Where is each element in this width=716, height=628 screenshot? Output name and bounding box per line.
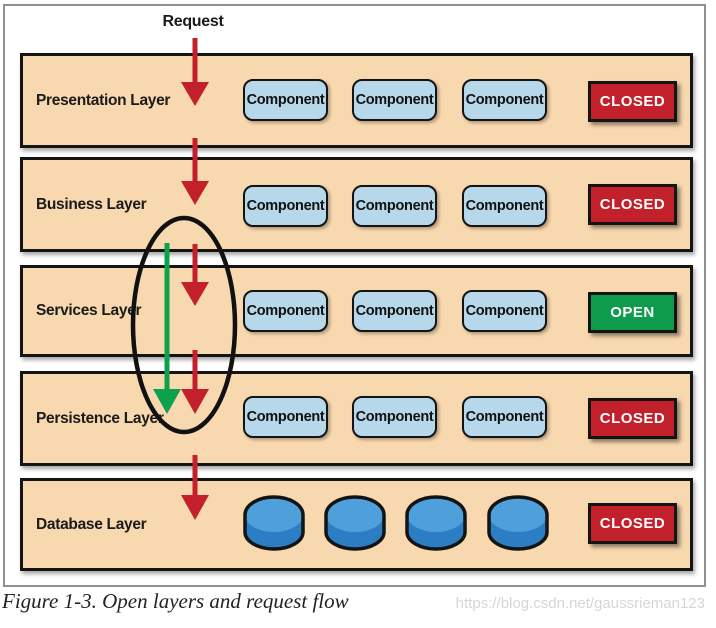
database-cylinder-icon — [243, 495, 305, 551]
layer-label: Presentation Layer — [36, 91, 171, 109]
component-box: Component — [243, 79, 328, 121]
status-badge-closed: CLOSED — [588, 184, 677, 225]
component-box: Component — [462, 79, 547, 121]
component-box: Component — [462, 396, 547, 438]
database-cylinder-icon — [487, 495, 549, 551]
status-badge-closed: CLOSED — [588, 81, 677, 122]
component-box: Component — [352, 290, 437, 332]
request-label: Request — [162, 13, 224, 30]
status-badge-open: OPEN — [588, 292, 677, 333]
component-box: Component — [352, 396, 437, 438]
component-box: Component — [352, 79, 437, 121]
component-box: Component — [462, 290, 547, 332]
component-box: Component — [243, 396, 328, 438]
component-box: Component — [243, 185, 328, 227]
component-box: Component — [243, 290, 328, 332]
component-box: Component — [462, 185, 547, 227]
status-badge-closed: CLOSED — [588, 503, 677, 544]
database-cylinder-icon — [324, 495, 386, 551]
status-badge-closed: CLOSED — [588, 398, 677, 439]
figure-caption: Figure 1-3. Open layers and request flow — [2, 589, 349, 613]
watermark-url: https://blog.csdn.net/gaussrieman123 — [455, 595, 705, 612]
database-cylinder-icon — [405, 495, 467, 551]
component-box: Component — [352, 185, 437, 227]
layer-label: Business Layer — [36, 195, 147, 213]
layer-label: Services Layer — [36, 302, 142, 319]
layer-label: Database Layer — [36, 515, 147, 533]
layer-label: Persistence Layer — [36, 409, 164, 427]
